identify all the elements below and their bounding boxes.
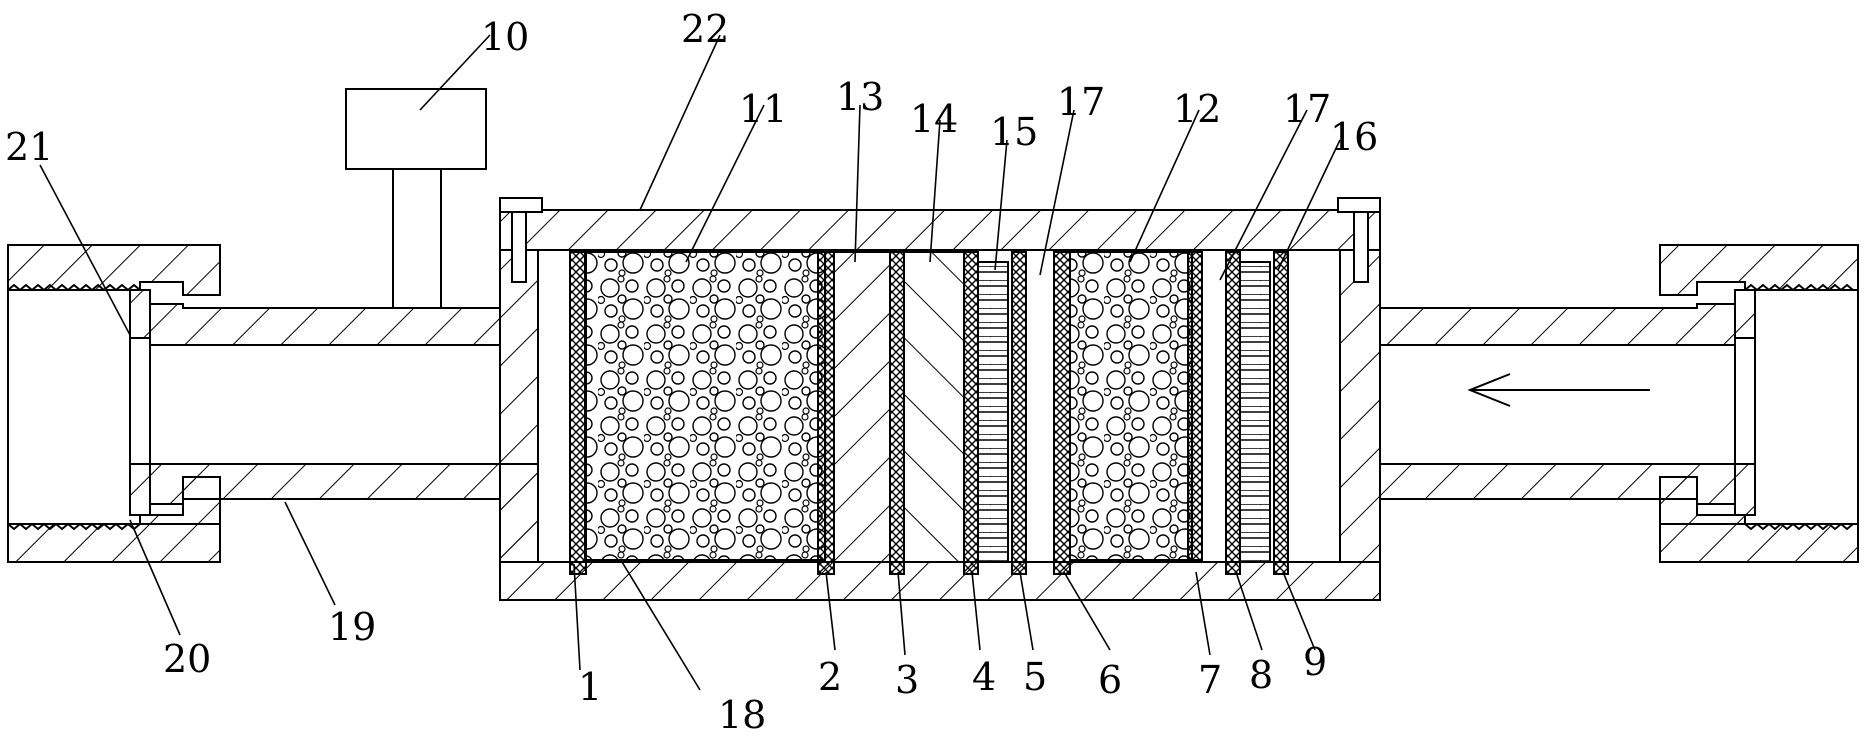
screen-4 [963, 251, 979, 575]
label-6: 6 [1098, 658, 1122, 702]
label-11: 11 [739, 87, 787, 131]
left-pipe [149, 295, 501, 505]
label-4: 4 [972, 655, 996, 699]
label-22: 22 [681, 7, 729, 51]
label-1: 1 [578, 665, 602, 709]
label-13: 13 [836, 75, 884, 119]
left-coupling [7, 244, 221, 563]
label-17-a: 17 [1057, 80, 1105, 124]
screen-1 [569, 251, 587, 575]
screen-6 [1053, 251, 1071, 575]
flow-arrow [1467, 373, 1650, 407]
screen-2 [817, 251, 835, 575]
right-pipe [1379, 303, 1736, 505]
screen-3 [889, 251, 905, 575]
label-14: 14 [910, 97, 958, 141]
layer-13 [833, 251, 891, 563]
label-16: 16 [1330, 115, 1378, 159]
label-2: 2 [818, 655, 842, 699]
screen-8 [1225, 251, 1241, 575]
label-8: 8 [1249, 653, 1273, 697]
label-9: 9 [1303, 640, 1327, 684]
screen-9 [1273, 251, 1289, 575]
right-coupling [1659, 244, 1859, 563]
pebble-bed-12 [1069, 251, 1193, 561]
label-7: 7 [1198, 658, 1222, 702]
screen-7 [1187, 251, 1203, 561]
label-17-b: 17 [1283, 87, 1331, 131]
label-5: 5 [1023, 655, 1047, 699]
label-21: 21 [5, 125, 53, 169]
pebble-bed-11 [584, 251, 826, 561]
label-3: 3 [895, 658, 919, 702]
layer-14 [903, 251, 965, 563]
slats-15 [977, 261, 1009, 563]
label-12: 12 [1173, 87, 1221, 131]
labels: 10 22 11 13 14 15 17 12 17 16 21 19 20 1… [5, 7, 1378, 737]
pressure-gauge [345, 88, 487, 308]
slats-16 [1239, 261, 1271, 563]
label-10: 10 [481, 15, 529, 59]
leader-lines [39, 34, 1341, 691]
label-18: 18 [718, 693, 766, 737]
label-20: 20 [163, 637, 211, 681]
label-15: 15 [990, 110, 1038, 154]
label-19: 19 [328, 605, 376, 649]
screen-5 [1011, 251, 1027, 575]
